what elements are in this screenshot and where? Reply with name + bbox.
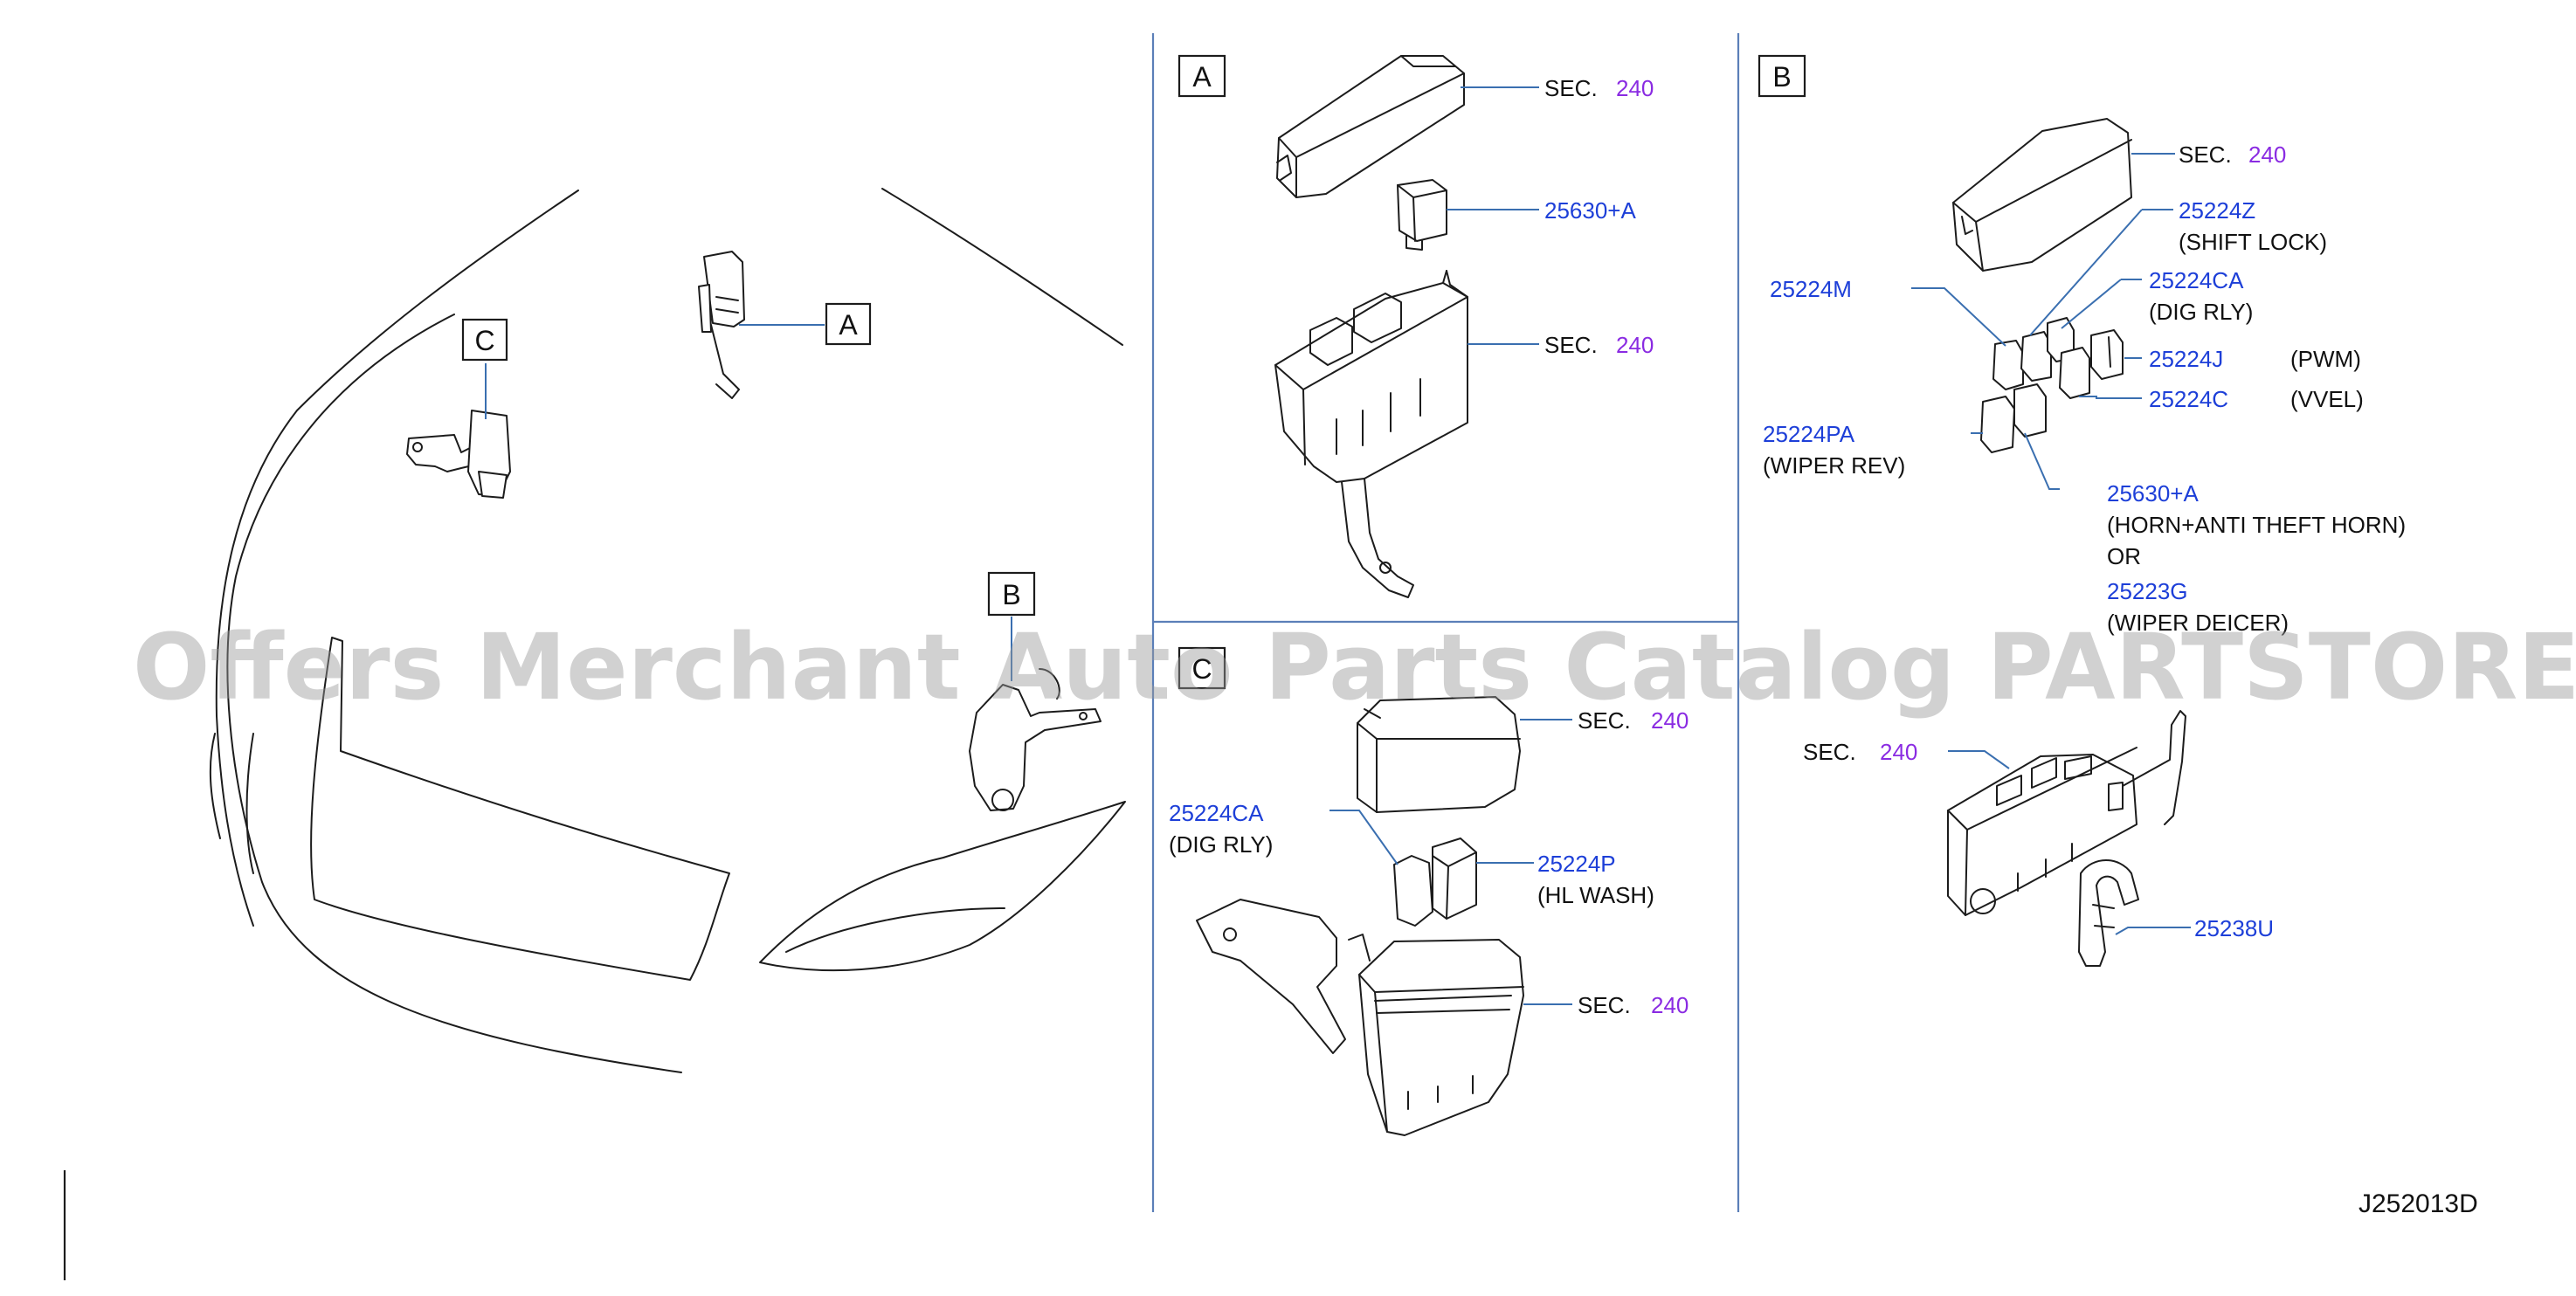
- part-25223g-desc: (WIPER DEICER): [2107, 610, 2289, 636]
- fuse-box-base-b: [1947, 754, 2137, 916]
- part-25224ca-c: 25224CA: [1169, 800, 1264, 826]
- part-25224pa: 25224PA: [1763, 421, 1855, 447]
- diagram-code: J252013D: [2358, 1189, 2478, 1218]
- vehicle-front-outline: [209, 188, 1126, 1073]
- part-25224j-desc: (PWM): [2290, 346, 2361, 372]
- section-c-sec-bottom-num: 240: [1651, 992, 1689, 1018]
- relay-25224ca-c: [1393, 855, 1433, 927]
- part-25224p-desc: (HL WASH): [1537, 882, 1654, 908]
- part-25224z-desc: (SHIFT LOCK): [2179, 229, 2327, 255]
- section-a-relay-part: 25630+A: [1544, 197, 1636, 224]
- part-25224j: 25224J: [2149, 346, 2223, 372]
- part-25630a-b-desc: (HORN+ANTI THEFT HORN): [2107, 512, 2406, 538]
- fuse-box-cover-a: [1276, 55, 1465, 198]
- part-25224m: 25224M: [1770, 276, 1852, 302]
- section-b-sec-top: SEC.: [2179, 141, 2232, 168]
- callout-b-label: B: [1002, 579, 1020, 610]
- part-25224pa-desc: (WIPER REV): [1763, 452, 1905, 479]
- section-c: C SEC. 240 25224CA (DIG RLY) 25224P (HL …: [1169, 646, 1689, 1136]
- section-b-sec-top-num: 240: [2248, 141, 2286, 168]
- fuse-box-cover-b: [1952, 118, 2132, 272]
- section-c-label: C: [1191, 653, 1212, 685]
- part-25224z: 25224Z: [2179, 197, 2255, 224]
- callout-c-box: [461, 318, 508, 362]
- overview-component-c: [406, 410, 511, 499]
- section-a-box: [1178, 54, 1226, 98]
- section-b-box: [1758, 54, 1806, 98]
- section-b-sec-bottom: SEC.: [1803, 739, 1856, 765]
- part-25238u: 25238U: [2194, 915, 2274, 941]
- callout-b-box: [987, 571, 1036, 617]
- part-25224p: 25224P: [1537, 851, 1616, 877]
- callout-c-label: C: [474, 325, 494, 356]
- part-25224ca-c-desc: (DIG RLY): [1169, 831, 1273, 858]
- fuse-box-base-c: [1358, 939, 1524, 1136]
- section-a-sec-top: SEC.: [1544, 75, 1598, 101]
- overview-component-b: [969, 668, 1102, 811]
- part-25224ca-b-desc: (DIG RLY): [2149, 299, 2253, 325]
- section-c-sec-bottom: SEC.: [1578, 992, 1631, 1018]
- clip-25238u: [2078, 859, 2139, 967]
- overview-component-a: [698, 251, 745, 399]
- fuse-box-cover-c: [1357, 696, 1521, 813]
- watermark: Offers Merchant Auto Parts Catalog PARTS…: [133, 614, 2576, 720]
- section-c-box: [1178, 646, 1226, 690]
- part-25630a-b: 25630+A: [2107, 480, 2199, 507]
- relay-25224p: [1432, 838, 1477, 920]
- section-a-sec-bottom: SEC.: [1544, 332, 1598, 358]
- section-a-label: A: [1192, 61, 1212, 93]
- section-c-sec-top: SEC.: [1578, 707, 1631, 734]
- section-b-label: B: [1772, 61, 1791, 93]
- section-a: A SEC. 240 25630+A SEC. 240: [1178, 54, 1654, 598]
- or-text: OR: [2107, 543, 2141, 569]
- part-25223g: 25223G: [2107, 578, 2188, 604]
- callout-a-box: [825, 302, 872, 346]
- section-b: B SEC. 240 25224Z (SHIFT LOCK): [1758, 54, 2406, 967]
- overview-callouts: C A B: [461, 302, 1036, 681]
- part-25224c-desc: (VVEL): [2290, 386, 2364, 412]
- part-25224c: 25224C: [2149, 386, 2228, 412]
- relay-25630a: [1397, 179, 1447, 242]
- bracket-c: [1196, 899, 1346, 1054]
- section-a-sec-bottom-num: 240: [1616, 332, 1654, 358]
- fuse-box-base-a: [1274, 282, 1468, 483]
- panel-dividers: [63, 33, 1740, 1280]
- section-a-sec-top-num: 240: [1616, 75, 1654, 101]
- section-b-sec-bottom-num: 240: [1880, 739, 1917, 765]
- part-25224ca-b: 25224CA: [2149, 267, 2244, 293]
- relay-cluster-b: [1980, 317, 2124, 453]
- callout-a-label: A: [839, 309, 858, 341]
- section-c-sec-top-num: 240: [1651, 707, 1689, 734]
